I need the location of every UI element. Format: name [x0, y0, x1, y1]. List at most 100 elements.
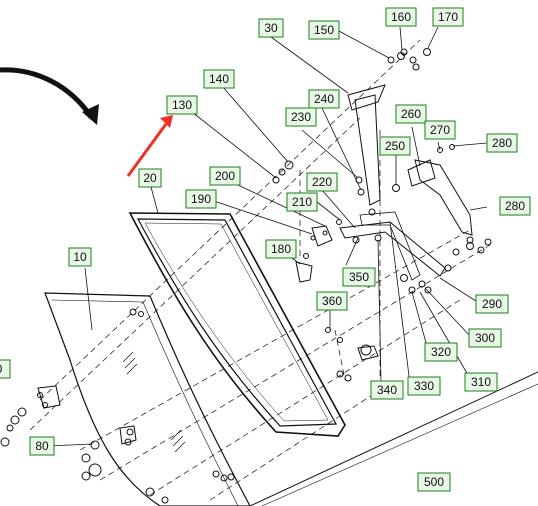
- scissor-link-2: [359, 211, 421, 281]
- assembly-lines: [29, 39, 491, 501]
- callout-c250: 250: [379, 136, 411, 156]
- callout-box: [286, 192, 318, 212]
- callout-box: [499, 196, 531, 216]
- callout-c160: 160: [385, 7, 417, 27]
- pivot-bracket-30: [347, 84, 386, 111]
- callout-text: 180: [271, 242, 291, 256]
- red-pointer-arrow: [126, 123, 168, 177]
- rotation-arrow: [0, 67, 95, 120]
- callout-text: 240: [314, 92, 334, 106]
- callout-box: [166, 95, 198, 115]
- callout-text: 210: [292, 195, 312, 209]
- callout-box: [342, 267, 376, 287]
- callout-box: [308, 20, 340, 40]
- callout-box: [475, 294, 509, 314]
- callout-c300: 300: [468, 328, 502, 348]
- callout-text: 170: [438, 10, 458, 24]
- callout-c290: 290: [475, 294, 509, 314]
- callout-c200: 200: [209, 166, 241, 186]
- callout-c220: 220: [306, 172, 338, 192]
- window-frame-20-seal: [136, 218, 337, 427]
- callout-text: 260: [401, 107, 421, 121]
- callout-box: [258, 18, 284, 38]
- callout-c500: 500: [417, 472, 451, 492]
- callout-text: 270: [430, 123, 450, 137]
- callout-text: 250: [385, 139, 405, 153]
- callout-text: 190: [191, 192, 211, 206]
- callout-c270: 270: [424, 120, 456, 140]
- callout-box: [285, 107, 317, 127]
- callout-box: [379, 136, 411, 156]
- glass-hatch: [122, 351, 186, 453]
- rotation-arrow-head: [82, 104, 99, 125]
- callout-c260: 260: [395, 104, 427, 124]
- callout-text: 230: [291, 110, 311, 124]
- callout-c230: 230: [285, 107, 317, 127]
- callout-c20: 20: [138, 168, 162, 188]
- callout-c170: 170: [432, 7, 464, 27]
- hinge-plate: [407, 159, 436, 187]
- callout-text: 140: [209, 72, 229, 86]
- callout-box: [308, 89, 340, 109]
- callout-c350: 350: [342, 267, 376, 287]
- callout-c0: 0: [0, 359, 11, 379]
- callout-c360: 360: [316, 291, 348, 311]
- callout-box: [0, 359, 11, 379]
- spacer-360: [357, 345, 379, 361]
- base-plate-500: [249, 371, 538, 506]
- callout-text: 360: [322, 294, 342, 308]
- callout-text: 200: [215, 169, 235, 183]
- callout-box: [468, 328, 502, 348]
- callout-text: 10: [73, 250, 87, 264]
- callout-box: [306, 172, 338, 192]
- callout-text: 160: [391, 10, 411, 24]
- bracket-180: [295, 261, 313, 283]
- bracket-200: [311, 225, 333, 247]
- callout-c280b: 280: [499, 196, 531, 216]
- callout-text: 320: [431, 345, 451, 359]
- callout-box: [464, 372, 498, 392]
- callout-box: [29, 436, 55, 456]
- callout-box: [385, 7, 417, 27]
- callout-text: 300: [475, 331, 495, 345]
- callout-c180: 180: [265, 239, 297, 259]
- callout-text: 290: [482, 297, 502, 311]
- base-plate-500-inner: [261, 383, 538, 506]
- callout-box: [203, 69, 235, 89]
- callout-text: 0: [0, 362, 3, 376]
- callout-box: [407, 376, 441, 396]
- callout-text: 30: [264, 21, 278, 35]
- callout-text: 500: [424, 475, 444, 489]
- callout-box: [424, 120, 456, 140]
- callout-c310: 310: [464, 372, 498, 392]
- callout-box: [185, 189, 217, 209]
- callout-box: [486, 133, 518, 153]
- callout-box: [432, 7, 464, 27]
- callout-box: [370, 380, 404, 400]
- callout-text: 330: [414, 379, 434, 393]
- callout-text: 350: [349, 270, 369, 284]
- callout-box: [209, 166, 241, 186]
- callout-text: 130: [172, 98, 192, 112]
- callout-text: 220: [312, 175, 332, 189]
- callout-text: 280: [492, 136, 512, 150]
- callout-box: [395, 104, 427, 124]
- callout-c150: 150: [308, 20, 340, 40]
- callout-c240: 240: [308, 89, 340, 109]
- callout-c280a: 280: [486, 133, 518, 153]
- callout-c80: 80: [29, 436, 55, 456]
- callout-text: 310: [471, 375, 491, 389]
- glass-panel-10-inner: [51, 299, 239, 506]
- callout-c30: 30: [258, 18, 284, 38]
- red-pointer-arrow-head: [160, 115, 173, 128]
- callout-box: [424, 342, 458, 362]
- callout-box: [68, 247, 92, 267]
- callout-box: [138, 168, 162, 188]
- callout-c190: 190: [185, 189, 217, 209]
- callout-text: 280: [505, 199, 525, 213]
- callout-c330: 330: [407, 376, 441, 396]
- linkage-arm: [354, 94, 381, 206]
- callout-c130: 130: [166, 95, 198, 115]
- callout-text: 80: [35, 439, 49, 453]
